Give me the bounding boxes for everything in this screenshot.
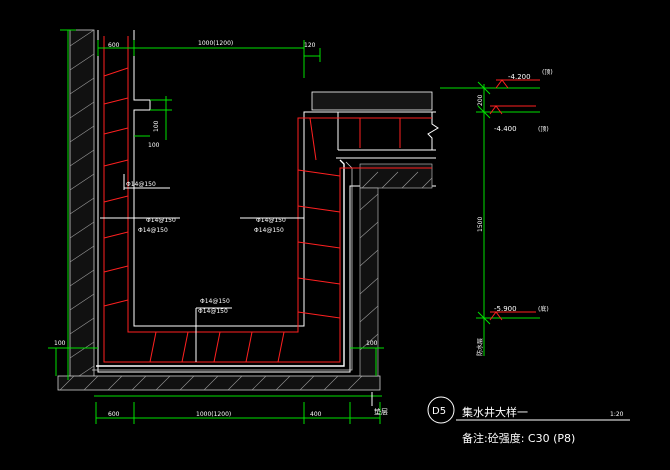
bottom-dim-right: 400 [310,411,322,418]
elevation-markers [489,79,540,321]
top-dimension [60,29,321,380]
left-wall-hatch [69,29,95,383]
small-dim-vertical: 100 [153,120,160,132]
title-tag: D5 [432,406,446,417]
small-dim-horizontal: 100 [148,142,160,149]
title-scale: 1:20 [610,411,624,418]
cushion-label: 垫层 [374,407,388,416]
title-note: 备注:砼强度: C30 (P8) [462,431,575,445]
elev-mid: -4.400 [494,125,517,133]
top-dim-right: 120 [304,42,316,49]
elev-mid-note: (顶) [538,126,549,133]
right-vert-label: 防水层 [476,338,484,356]
rebar-label-left-wall-2: Φ14@150 [138,227,168,234]
right-dim-1500: 1500 [477,217,484,232]
rebar-label-bottom-1: Φ14@150 [200,298,230,305]
top-dim-left: 600 [108,42,120,49]
rebar-label-bottom-2: Φ14@150 [198,308,228,315]
small-dim-left: 100 [54,340,66,347]
bottom-slab-hatch [57,375,381,391]
rebar-label-left-vert: Φ14@150 [126,181,156,188]
title-name: 集水井大样一 [462,405,528,419]
small-dims [48,96,384,376]
small-dim-right: 100 [366,340,378,347]
bottom-dimension [94,395,382,424]
right-dim-200: 200 [477,94,484,106]
rebar-cage [103,36,432,363]
top-dim-middle: 1000(1200) [198,40,233,47]
bottom-dim-middle: 1000(1200) [196,411,231,418]
elev-top-note: (顶) [542,69,553,76]
bottom-dim-left: 600 [108,411,120,418]
pit-outline [92,30,439,377]
elev-top: -4.200 [508,73,531,81]
rebar-label-mid-wall-2: Φ14@150 [254,227,284,234]
elev-bot-note: (底) [538,305,549,313]
rebar-leaders [100,174,304,362]
elev-bot: -5.900 [494,305,517,313]
right-dimension [440,81,540,356]
title-block [427,396,630,424]
rebar-label-left-wall-1: Φ14@150 [146,217,176,224]
rebar-label-mid-wall-1: Φ14@150 [256,217,286,224]
